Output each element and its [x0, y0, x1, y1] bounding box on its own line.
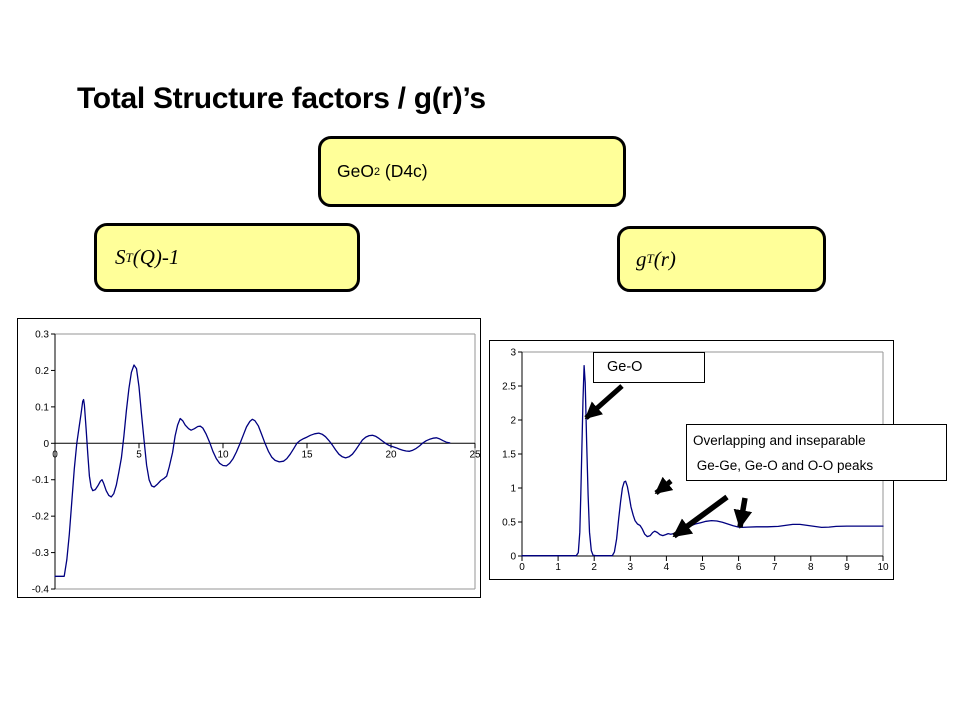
x-tick-label: 0 — [519, 562, 525, 573]
y-tick-label: 2 — [510, 416, 516, 427]
y-tick-label: 0.1 — [35, 402, 49, 413]
x-tick-label: 8 — [808, 562, 814, 573]
annotation-overlap-line2: Ge-Ge, Ge-O and O-O peaks — [693, 458, 874, 473]
y-tick-label: 0 — [43, 439, 49, 450]
x-tick-label: 1 — [555, 562, 561, 573]
x-tick-label: 10 — [217, 449, 229, 460]
y-tick-label: 0.2 — [35, 366, 49, 377]
page-title: Total Structure factors / g(r)’s — [77, 82, 486, 115]
y-tick-label: 0 — [510, 552, 516, 563]
y-tick-label: -0.3 — [32, 548, 50, 559]
annotation-ge-o: Ge-O — [593, 352, 705, 383]
gtr-main-text: g — [636, 246, 647, 271]
y-tick-label: -0.4 — [32, 585, 50, 596]
x-tick-label: 5 — [700, 562, 706, 573]
x-tick-label: 9 — [844, 562, 850, 573]
x-tick-label: 3 — [628, 562, 634, 573]
x-tick-label: 0 — [52, 449, 58, 460]
y-tick-label: 0.5 — [502, 518, 516, 529]
chart-border — [17, 318, 481, 598]
x-tick-label: 4 — [664, 562, 670, 573]
stq-main-text: S — [115, 245, 126, 269]
y-tick-label: -0.1 — [32, 475, 50, 486]
y-tick-label: 2.5 — [502, 382, 516, 393]
series-line — [54, 364, 451, 577]
structure-factor-chart: 0.3 0.2 0.1 0 -0.1 -0.2 -0.3 -0.4 0 5 10 15 20 25 — [17, 318, 481, 598]
x-tick-label: 25 — [469, 449, 481, 460]
gtr-rest-text: (r) — [653, 246, 676, 271]
x-tick-label: 2 — [591, 562, 597, 573]
stq-rest-text: (Q)-1 — [132, 245, 180, 269]
geo2-text: GeO — [337, 161, 374, 181]
y-tick-label: 1 — [510, 484, 516, 495]
y-tick-label: 3 — [510, 348, 516, 359]
annotation-overlap-line1: Overlapping and inseparable — [693, 433, 866, 448]
x-tick-label: 5 — [136, 449, 142, 460]
x-tick-label: 7 — [772, 562, 778, 573]
series-line — [521, 364, 884, 557]
y-tick-label: 1.5 — [502, 450, 516, 461]
x-tick-label: 10 — [877, 562, 889, 573]
x-tick-label: 20 — [385, 449, 397, 460]
geo2-suffix-text: (D4c) — [380, 161, 428, 181]
x-tick-label: 6 — [736, 562, 742, 573]
y-tick-label: -0.2 — [32, 512, 50, 523]
annotation-overlapping-peaks: Overlapping and inseparable Ge-Ge, Ge-O … — [686, 424, 947, 481]
x-tick-label: 15 — [301, 449, 313, 460]
y-tick-label: 0.3 — [35, 330, 49, 341]
